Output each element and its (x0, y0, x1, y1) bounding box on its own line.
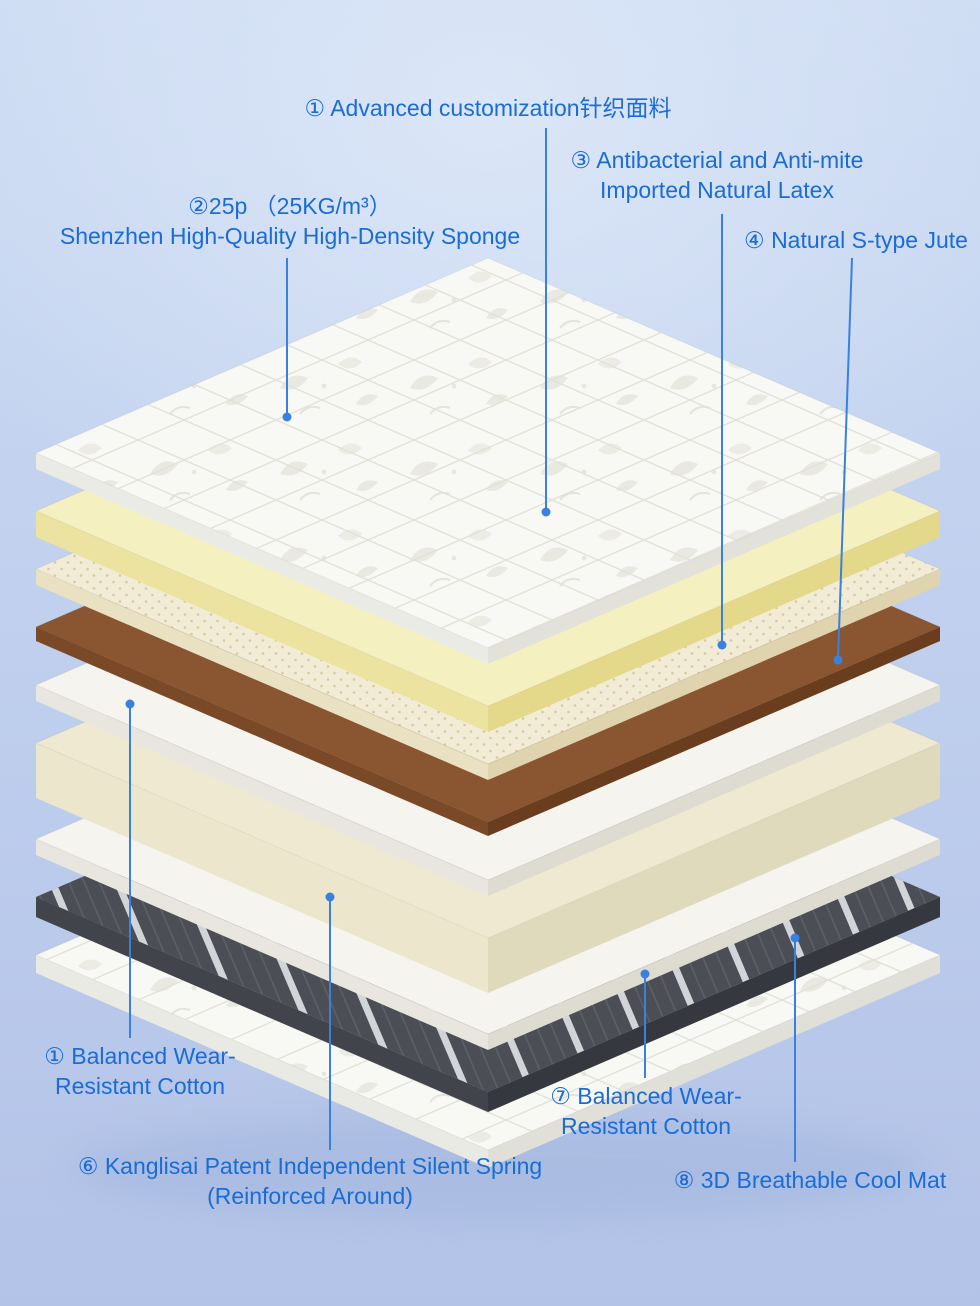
label-cool-mat: ⑧ 3D Breathable Cool Mat (674, 1166, 946, 1196)
label-cotton-left-line2: Resistant Cotton (54, 1072, 226, 1099)
label-cotton-left-line1: ① Balanced Wear- (44, 1043, 236, 1069)
leader-line-jute (837, 257, 853, 661)
leader-dot-cotton-left (125, 699, 135, 709)
label-sponge: ②25p （25KG/m³） Shenzhen High-Quality Hig… (60, 192, 520, 252)
label-jute-text: ④ Natural S-type Jute (744, 227, 968, 253)
leader-dot-spring (325, 892, 335, 902)
leader-dot-cotton-right (640, 969, 650, 979)
label-cotton-right-line2: Resistant Cotton (560, 1112, 732, 1139)
label-cotton-right-line1: ⑦ Balanced Wear- (550, 1083, 742, 1109)
layer-knitted-fabric-top (34, 257, 942, 664)
label-spring: ⑥ Kanglisai Patent Independent Silent Sp… (78, 1152, 542, 1212)
leader-dot-latex (717, 640, 727, 650)
label-latex-line2: Imported Natural Latex (600, 176, 834, 203)
label-spring-line2: (Reinforced Around) (207, 1182, 413, 1209)
leader-dot-cool-mat (790, 933, 800, 943)
label-jute: ④ Natural S-type Jute (744, 226, 968, 256)
leader-dot-sponge (282, 412, 292, 422)
label-latex-line1: ③ Antibacterial and Anti-mite (570, 147, 864, 173)
label-knitted-fabric-text: ① Advanced customization针织面料 (304, 95, 672, 121)
leader-dot-fabric (541, 507, 551, 517)
label-knitted-fabric: ① Advanced customization针织面料 (304, 94, 671, 124)
label-latex: ③ Antibacterial and Anti-mite Imported N… (571, 146, 864, 206)
label-cotton-right: ⑦ Balanced Wear- Resistant Cotton (550, 1082, 742, 1142)
label-sponge-line2: Shenzhen High-Quality High-Density Spong… (59, 222, 521, 249)
ground-shadow (70, 1113, 930, 1223)
leader-dot-jute (833, 655, 843, 665)
label-cotton-left: ① Balanced Wear- Resistant Cotton (44, 1042, 236, 1102)
label-sponge-line1: ②25p （25KG/m³） (188, 193, 392, 219)
label-cool-mat-text: ⑧ 3D Breathable Cool Mat (673, 1167, 947, 1193)
label-spring-line1: ⑥ Kanglisai Patent Independent Silent Sp… (77, 1153, 543, 1179)
